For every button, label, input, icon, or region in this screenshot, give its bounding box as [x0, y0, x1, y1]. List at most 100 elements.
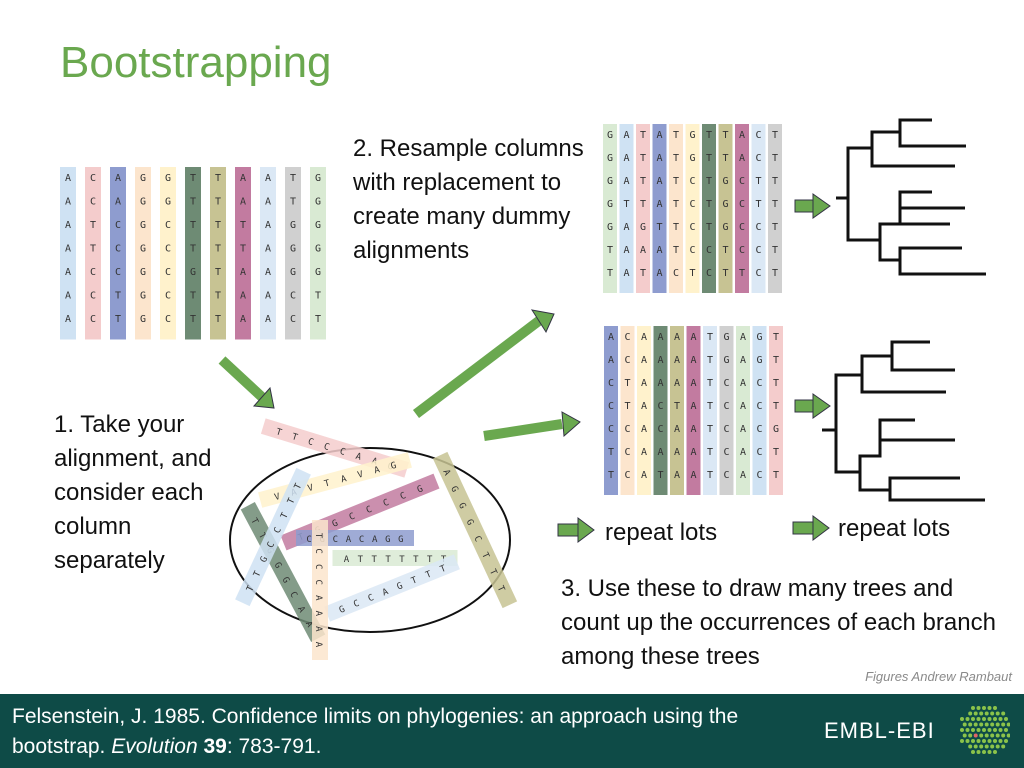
nucleotide: A [740, 355, 746, 366]
nucleotide: T [773, 401, 779, 412]
nucleotide: G [607, 222, 613, 233]
nucleotide: V [307, 483, 315, 494]
nucleotide: T [315, 314, 321, 325]
nucleotide: T [673, 222, 679, 233]
nucleotide: A [240, 291, 246, 302]
nucleotide: T [673, 153, 679, 164]
step-1-text: 1. Take your alignment, and consider eac… [54, 411, 212, 574]
nucleotide: A [656, 199, 662, 210]
step-2-text: 2. Resample columns with replacement to … [353, 135, 584, 264]
nucleotide: G [338, 605, 347, 616]
nucleotide: C [723, 378, 729, 389]
nucleotide: C [657, 401, 663, 412]
repeat-label-1: repeat lots [605, 519, 718, 546]
nucleotide: T [487, 568, 499, 578]
nucleotide: G [165, 173, 171, 184]
nucleotide: T [722, 153, 728, 164]
nucleotide: T [190, 173, 196, 184]
alignment-column [719, 326, 734, 495]
nucleotide: T [190, 244, 196, 255]
nucleotide: A [640, 245, 646, 256]
nucleotide: C [706, 245, 712, 256]
nucleotide: T [248, 517, 260, 527]
nucleotide: C [266, 541, 277, 550]
nucleotide: T [252, 569, 264, 579]
nucleotide: G [290, 220, 296, 231]
nucleotide: C [624, 424, 630, 435]
nucleotide: T [290, 173, 296, 184]
nucleotide: G [607, 153, 613, 164]
nucleotide: T [115, 291, 121, 302]
nucleotide: G [398, 535, 403, 545]
nucleotide: T [640, 153, 646, 164]
slide-title: Bootstrapping [60, 38, 332, 87]
nucleotide: T [624, 401, 630, 412]
nucleotide: A [115, 197, 121, 208]
nucleotide: G [290, 244, 296, 255]
nucleotide: T [427, 555, 433, 565]
nucleotide: G [607, 130, 613, 141]
nucleotide: C [756, 378, 762, 389]
nucleotide: A [65, 291, 71, 302]
nucleotide: T [439, 564, 448, 576]
nucleotide: A [65, 197, 71, 208]
nucleotide: A [265, 244, 271, 255]
bootstrap-figure: AAAAAAACCTTCCCAACCCTTGGGGGGGGGCCCCCTTTTG… [60, 118, 986, 660]
nucleotide: T [773, 378, 779, 389]
nucleotide: T [315, 291, 321, 302]
nucleotide: A [739, 153, 745, 164]
alignment-column [210, 167, 226, 340]
nucleotide: G [272, 561, 283, 570]
nucleotide: T [722, 130, 728, 141]
nucleotide: T [640, 268, 646, 279]
nucleotide: A [354, 452, 363, 463]
nucleotide: G [331, 519, 340, 530]
nucleotide: T [755, 176, 761, 187]
arrow-to-tree-1 [794, 193, 831, 219]
nucleotide: T [707, 332, 713, 343]
nucleotide: G [259, 555, 270, 564]
nucleotide: G [722, 176, 728, 187]
phylogenetic-tree-1 [836, 118, 986, 276]
nucleotide: C [739, 222, 745, 233]
nucleotide: G [723, 332, 729, 343]
nucleotide: G [456, 501, 467, 510]
nucleotide: C [739, 199, 745, 210]
nucleotide: T [371, 555, 377, 565]
nucleotide: T [240, 220, 246, 231]
nucleotide: T [772, 268, 778, 279]
nucleotide: G [689, 130, 695, 141]
nucleotide: A [65, 267, 71, 278]
alignment-column [769, 326, 783, 495]
nucleotide: A [656, 176, 662, 187]
nucleotide: C [90, 314, 96, 325]
nucleotide: T [673, 199, 679, 210]
nucleotide: T [755, 199, 761, 210]
nucleotide: T [706, 176, 712, 187]
nucleotide: C [624, 470, 630, 481]
nucleotide: A [740, 401, 746, 412]
footer-bar: Felsenstein, J. 1985. Confidence limits … [0, 694, 1024, 768]
nucleotide: A [344, 555, 350, 565]
arrow-repeat-2 [792, 515, 830, 541]
nucleotide: A [674, 378, 680, 389]
alignment-column [160, 167, 176, 340]
nucleotide: A [346, 535, 352, 545]
nucleotide: C [756, 447, 762, 458]
nucleotide: T [190, 314, 196, 325]
nucleotide: T [286, 496, 298, 506]
nucleotide: A [690, 424, 696, 435]
nucleotide: C [624, 447, 630, 458]
nucleotide: C [755, 222, 761, 233]
alignment-column [751, 124, 766, 293]
nucleotide: T [656, 222, 662, 233]
nucleotide: T [413, 555, 419, 565]
nucleotide: T [90, 220, 96, 231]
nucleotide: T [291, 432, 300, 443]
nucleotide: G [315, 173, 321, 184]
nucleotide: T [358, 555, 364, 565]
nucleotide: G [140, 244, 146, 255]
nucleotide: G [140, 197, 146, 208]
